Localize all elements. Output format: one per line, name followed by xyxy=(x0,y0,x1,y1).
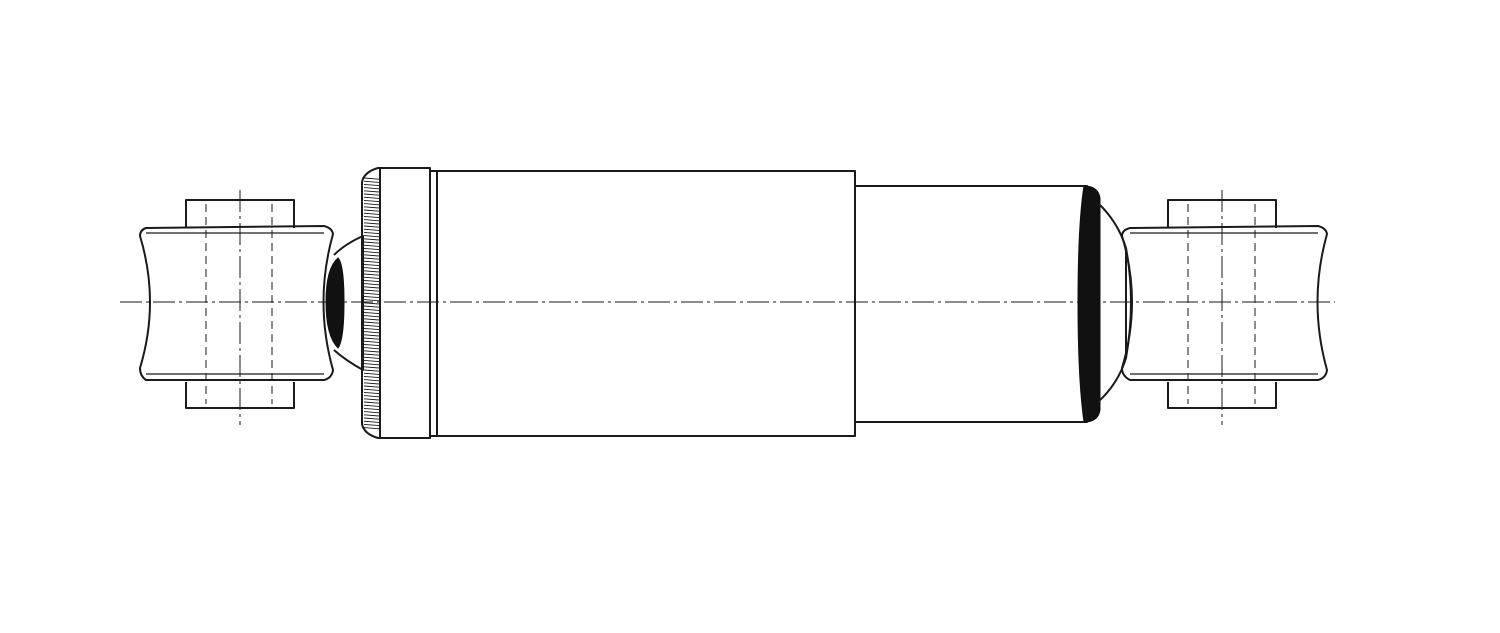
knurl-line xyxy=(363,359,380,363)
knurl-line xyxy=(363,292,380,295)
right-cone xyxy=(1097,202,1127,403)
end-cap xyxy=(361,167,438,439)
knurl-line xyxy=(363,254,380,257)
knurl-line xyxy=(363,222,380,225)
knurl-line xyxy=(363,228,380,231)
knurl-line xyxy=(363,404,380,407)
knurl-line xyxy=(363,388,380,391)
knurl-line xyxy=(363,417,380,420)
knurl-line xyxy=(363,343,380,347)
knurl-line xyxy=(363,209,380,212)
knurl-line xyxy=(363,385,380,388)
knurl-line xyxy=(363,427,380,430)
knurl-line xyxy=(363,350,380,353)
knurl-line xyxy=(363,347,380,350)
left-seal xyxy=(325,257,345,349)
knurl-line xyxy=(363,327,380,331)
knurl-line xyxy=(363,235,380,238)
knurl-line xyxy=(363,203,380,206)
inner-tube xyxy=(854,185,1088,423)
knurl-line xyxy=(363,337,380,340)
knurl-line xyxy=(363,401,380,404)
knurl-line xyxy=(363,251,380,254)
knurl-line xyxy=(363,305,380,308)
knurl-line xyxy=(363,279,380,283)
right-seal-ring xyxy=(1077,185,1101,423)
knurl-line xyxy=(363,257,380,260)
knurl-line xyxy=(363,379,380,382)
knurl-line xyxy=(363,340,380,343)
knurl-line xyxy=(363,270,380,273)
left-eye-mount xyxy=(139,190,334,425)
right-eye-mount xyxy=(1121,190,1328,425)
knurl-line xyxy=(363,260,380,263)
knurl-line xyxy=(363,263,380,267)
knurl-line xyxy=(363,219,380,222)
knurl-line xyxy=(363,318,380,321)
knurl-line xyxy=(363,241,380,244)
knurl-line xyxy=(363,423,380,427)
cap-knurl xyxy=(363,177,380,430)
knurl-line xyxy=(363,353,380,356)
knurl-line xyxy=(363,395,380,398)
knurl-line xyxy=(363,369,380,372)
knurl-line xyxy=(363,366,380,369)
knurl-line xyxy=(363,283,380,286)
knurl-line xyxy=(363,247,380,251)
knurl-line xyxy=(363,215,380,219)
right-bushing xyxy=(1121,225,1328,381)
knurl-line xyxy=(363,363,380,366)
knurl-line xyxy=(363,411,380,414)
knurl-line xyxy=(363,398,380,401)
knurl-line xyxy=(363,231,380,235)
knurl-line xyxy=(363,324,380,327)
knurl-line xyxy=(363,225,380,228)
knurl-line xyxy=(363,180,380,183)
knurl-line xyxy=(363,414,380,417)
knurl-line xyxy=(363,212,380,215)
knurl-line xyxy=(363,382,380,385)
knurl-line xyxy=(363,199,380,203)
knurl-line xyxy=(363,177,380,180)
knurl-line xyxy=(363,196,380,199)
knurl-line xyxy=(363,206,380,209)
knurl-line xyxy=(363,187,380,190)
knurl-line xyxy=(363,289,380,292)
knurl-line xyxy=(363,311,380,315)
knurl-line xyxy=(363,273,380,276)
knurl-line xyxy=(363,286,380,289)
knurl-line xyxy=(363,308,380,311)
knurl-line xyxy=(363,315,380,318)
knurl-line xyxy=(363,299,380,302)
cap-body xyxy=(361,167,431,439)
knurl-line xyxy=(363,302,380,305)
left-bushing xyxy=(139,225,334,381)
knurl-line xyxy=(363,193,380,196)
knurl-line xyxy=(363,391,380,395)
knurl-line xyxy=(363,356,380,359)
knurl-line xyxy=(363,407,380,411)
knurl-line xyxy=(363,372,380,375)
knurl-line xyxy=(363,375,380,379)
knurl-line xyxy=(363,276,380,279)
outer-tube xyxy=(436,170,856,437)
knurl-line xyxy=(363,295,380,299)
knurl-line xyxy=(363,267,380,270)
knurl-line xyxy=(363,190,380,193)
knurl-line xyxy=(363,331,380,334)
knurl-line xyxy=(363,238,380,241)
knurl-line xyxy=(363,334,380,337)
knurl-line xyxy=(363,183,380,187)
knurl-line xyxy=(363,420,380,423)
knurl-line xyxy=(363,321,380,324)
knurl-line xyxy=(363,244,380,247)
